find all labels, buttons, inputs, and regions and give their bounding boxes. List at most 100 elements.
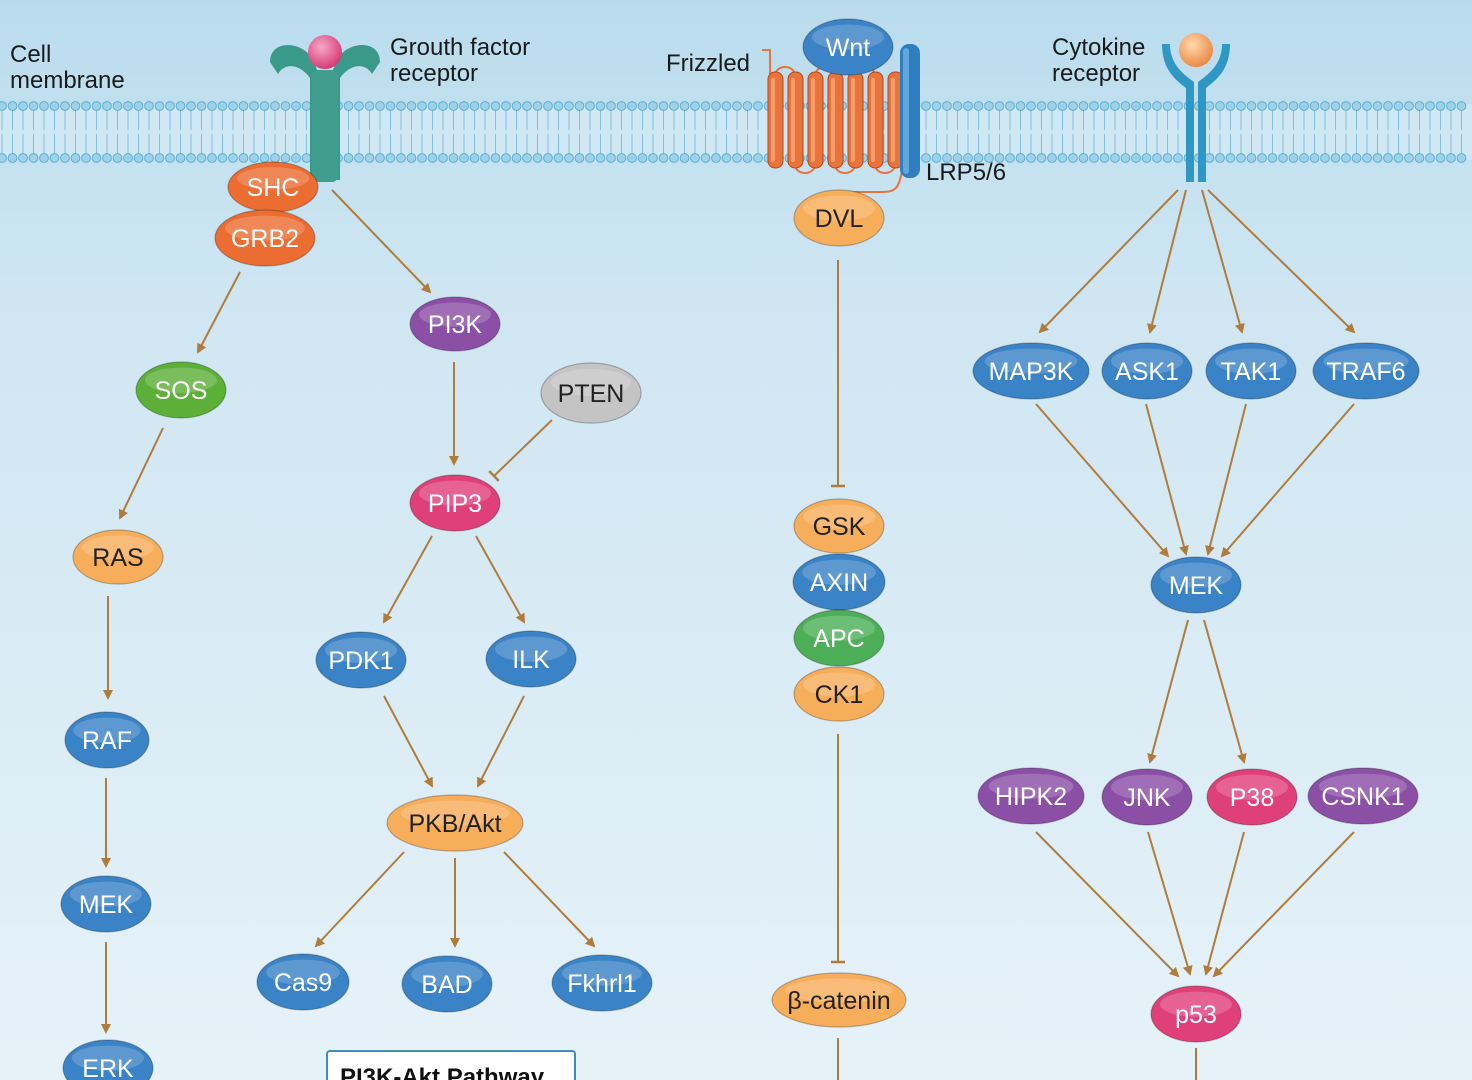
- edge-traf6-mek: [1220, 403, 1355, 558]
- node-label-pkb-akt: PKB/Akt: [408, 810, 501, 838]
- edge-akt-fkhrl1: [503, 851, 596, 948]
- node-grb2: GRB2: [214, 209, 316, 267]
- node-raf: RAF: [64, 711, 150, 769]
- node-pten: PTEN: [540, 362, 642, 424]
- node-csnk1: CSNK1: [1307, 767, 1419, 825]
- node-label-pten: PTEN: [558, 380, 625, 408]
- edge-sos-ras: [118, 427, 164, 520]
- edge-mek-jnk: [1147, 619, 1189, 764]
- node-label-wnt: Wnt: [826, 34, 871, 62]
- node-label-beta-catenin: β-catenin: [787, 987, 890, 1015]
- node-map3k: MAP3K: [972, 342, 1090, 400]
- node-pkb-akt: PKB/Akt: [386, 794, 524, 852]
- node-label-gsk: GSK: [813, 513, 866, 541]
- edge-receptor-tak1: [1201, 189, 1245, 334]
- node-label-bad: BAD: [421, 971, 472, 999]
- node-mek-left: MEK: [60, 875, 152, 933]
- node-label-shc: SHC: [247, 174, 300, 202]
- edge-ilk-akt: [477, 695, 525, 788]
- edge-receptor-traf6: [1207, 189, 1356, 334]
- node-label-p38: P38: [1230, 784, 1274, 812]
- growth-receptor-label-2: receptor: [390, 60, 478, 87]
- growth-factor-receptor-icon: [270, 35, 380, 182]
- node-label-p53: p53: [1175, 1001, 1217, 1029]
- edge-csnk1-p53: [1212, 831, 1355, 978]
- cell-membrane: [0, 101, 1472, 163]
- cell-membrane-label-1: Cell: [10, 41, 51, 68]
- node-gsk: GSK: [793, 498, 885, 554]
- edge-mek-p38: [1203, 619, 1247, 764]
- node-label-csnk1: CSNK1: [1321, 783, 1404, 811]
- node-ras: RAS: [72, 529, 164, 585]
- node-label-mek-left: MEK: [79, 891, 134, 919]
- node-sos: SOS: [135, 361, 227, 419]
- node-label-erk: ERK: [82, 1055, 134, 1080]
- node-pip3: PIP3: [409, 474, 501, 532]
- node-label-grb2: GRB2: [231, 225, 299, 253]
- node-label-pi3k: PI3K: [428, 311, 483, 339]
- node-hipk2: HIPK2: [977, 767, 1085, 825]
- node-label-apc: APC: [813, 625, 864, 653]
- lrp-receptor-icon: [900, 44, 920, 178]
- node-shc: SHC: [227, 161, 319, 213]
- edge-grb2-sos: [197, 271, 241, 354]
- frizzled-receptor-icon: [762, 49, 904, 193]
- node-label-tak1: TAK1: [1221, 358, 1282, 386]
- edge-tak1-mek: [1205, 403, 1247, 556]
- frizzled-label: Frizzled: [666, 50, 750, 77]
- node-label-fkhrl1: Fkhrl1: [567, 970, 636, 998]
- edge-ask1-mek: [1145, 403, 1189, 556]
- node-label-axin: AXIN: [810, 569, 868, 597]
- node-ask1: ASK1: [1101, 342, 1193, 400]
- node-fkhrl1: Fkhrl1: [551, 954, 653, 1012]
- edge-map3k-mek: [1035, 403, 1170, 558]
- node-dvl: DVL: [793, 189, 885, 247]
- node-mek-right: MEK: [1150, 556, 1242, 614]
- lrp-label: LRP5/6: [926, 159, 1006, 186]
- node-label-raf: RAF: [82, 727, 132, 755]
- node-label-ilk: ILK: [512, 646, 550, 674]
- node-label-jnk: JNK: [1123, 784, 1171, 812]
- pathway-legend-box: PI3K-Akt Pathway: [326, 1050, 576, 1080]
- node-label-dvl: DVL: [815, 205, 864, 233]
- node-tak1: TAK1: [1205, 342, 1297, 400]
- node-pdk1: PDK1: [315, 631, 407, 689]
- node-pi3k: PI3K: [409, 296, 501, 352]
- growth-receptor-label-1: Grouth factor: [390, 34, 530, 61]
- node-label-mek-right: MEK: [1169, 572, 1224, 600]
- node-label-traf6: TRAF6: [1326, 358, 1405, 386]
- node-bad: BAD: [401, 955, 493, 1013]
- node-label-pip3: PIP3: [428, 490, 482, 518]
- edge-p38-p53: [1203, 831, 1245, 976]
- edge-receptor-pi3k: [331, 189, 432, 294]
- edge-receptor-map3k: [1038, 189, 1179, 334]
- cell-membrane-label-2: membrane: [10, 67, 125, 94]
- node-label-sos: SOS: [155, 377, 208, 405]
- edge-jnk-p53: [1147, 831, 1193, 976]
- node-label-map3k: MAP3K: [989, 358, 1074, 386]
- pathway-edges: [101, 189, 1356, 1080]
- cytokine-receptor-icon: [1162, 33, 1230, 182]
- edge-akt-cas9: [314, 851, 405, 948]
- node-beta-catenin: β-catenin: [771, 972, 907, 1028]
- node-ilk: ILK: [485, 630, 577, 688]
- edge-pip3-pdk1: [383, 535, 433, 624]
- edge-hipk2-p53: [1035, 831, 1180, 978]
- legend-title: PI3K-Akt Pathway: [340, 1064, 545, 1080]
- edge-pip3-ilk: [475, 535, 525, 624]
- edge-pdk1-akt: [383, 695, 433, 788]
- node-jnk: JNK: [1101, 768, 1193, 826]
- node-traf6: TRAF6: [1312, 342, 1420, 400]
- node-label-ck1: CK1: [815, 681, 864, 709]
- node-label-ask1: ASK1: [1115, 358, 1179, 386]
- cytokine-receptor-label-1: Cytokine: [1052, 34, 1145, 61]
- node-ck1: CK1: [793, 666, 885, 722]
- edge-pten-pip3: [488, 419, 553, 482]
- edge-receptor-ask1: [1147, 189, 1187, 334]
- node-wnt: Wnt: [802, 18, 894, 76]
- node-p53: p53: [1150, 985, 1242, 1043]
- node-erk: ERK: [62, 1039, 154, 1080]
